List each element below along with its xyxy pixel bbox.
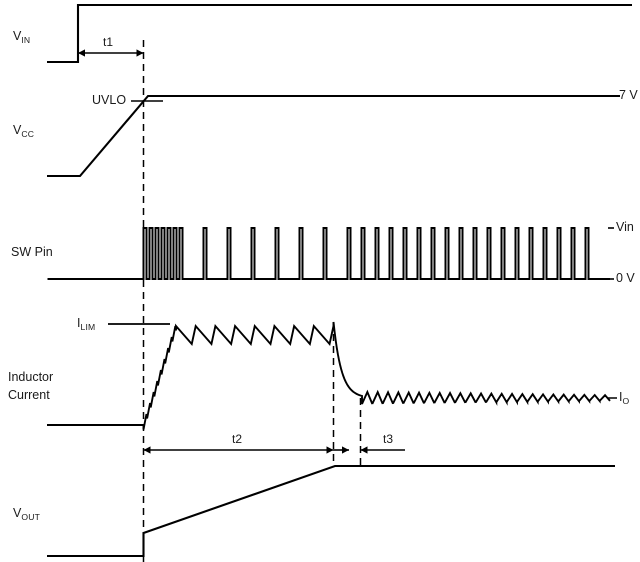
dim-arrow-right-t2	[326, 446, 334, 454]
io-label: IO	[619, 390, 630, 406]
waveform-vcc	[47, 94, 620, 178]
t3-label: t3	[383, 432, 394, 446]
waveform-sw-pin	[47, 227, 610, 280]
uvlo-label: UVLO	[92, 93, 127, 107]
signal-label-sw-pin: SW Pin	[11, 245, 53, 259]
t1-label: t1	[103, 35, 114, 49]
waveform-vin	[47, 3, 632, 64]
waveform-inductor-current	[47, 321, 611, 430]
signal-label-vcc: VCC	[13, 123, 35, 139]
dim-arrow-right-t1	[136, 49, 144, 57]
dim-arrow-left-t1	[78, 49, 85, 57]
waveform-vout	[47, 464, 615, 558]
ilim-label: ILIM	[77, 316, 96, 332]
dim-arrow-t2-tail	[342, 446, 349, 454]
vcc-level-label-7v: 7 V	[619, 88, 638, 102]
signal-label-vin: VIN	[13, 29, 31, 45]
sw-high-level-label-vin: Vin	[616, 220, 634, 234]
t2-label: t2	[232, 432, 243, 446]
sw-low-level-label-0v: 0 V	[616, 271, 635, 285]
signal-label-vout: VOUT	[13, 506, 41, 522]
dim-arrow-left-t3	[360, 446, 368, 454]
dim-arrow-left-t2	[143, 446, 151, 454]
